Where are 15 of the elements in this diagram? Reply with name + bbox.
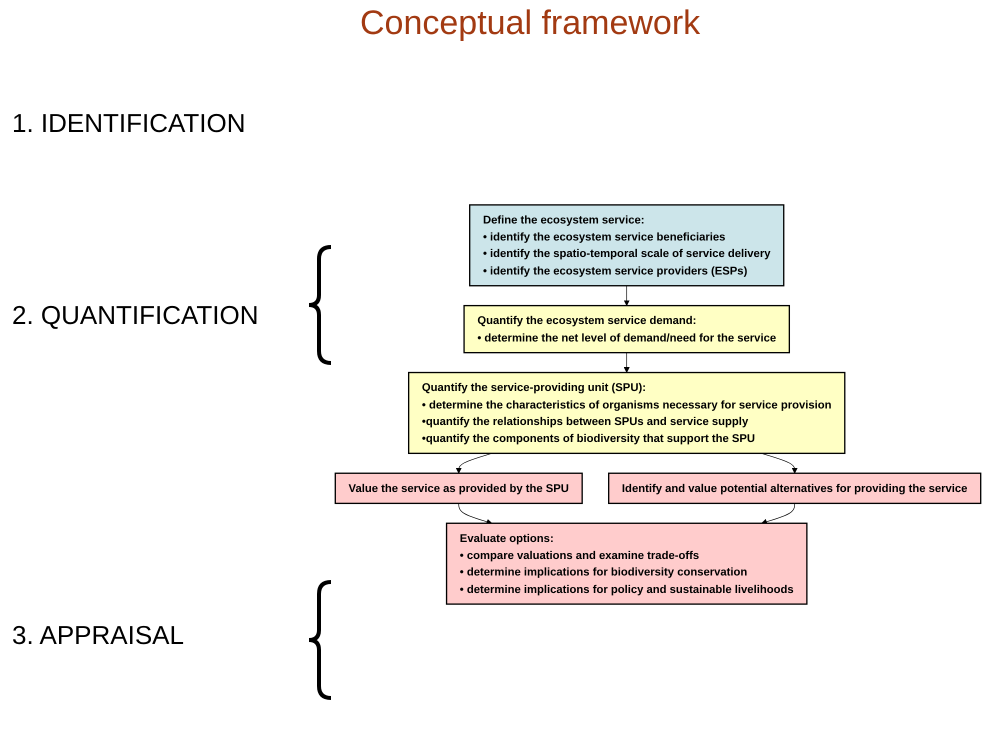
arrow [458,503,492,525]
node-box: Quantify the service-providing unit (SPU): • determine the characteristics of organisms necessary for service provision •quantify the relationships between SPUs and service supply •quantify the components of biodiversity that support the SPU [408,372,846,454]
stage-label: 1. IDENTIFICATION [12,108,246,139]
node-box: Value the service as provided by the SPU [334,472,583,504]
node-box: Evaluate options: • compare valuations and examine trade-offs • determine implications for biodiversity conservation • determine implications for policy and sustainable livelihoods [446,522,808,605]
arrow [761,503,796,525]
arrow [624,285,630,306]
node-box: Identify and value potential alternatives for providing the service [608,472,982,504]
arrow [761,453,798,474]
node-box: Define the ecosystem service: • identify the ecosystem service beneficiaries • identify the spatio-temporal scale of service delivery • identify the ecosystem service providers (ESPs) [469,204,784,286]
stage-label: 2. QUANTIFICATION [12,300,259,331]
arrow [624,352,630,373]
stage-label: 3. APPRAISAL [12,620,184,651]
node-box: Quantify the ecosystem service demand: • determine the net level of demand/need for the service [463,304,790,354]
diagram-title: Conceptual framework [360,4,700,43]
